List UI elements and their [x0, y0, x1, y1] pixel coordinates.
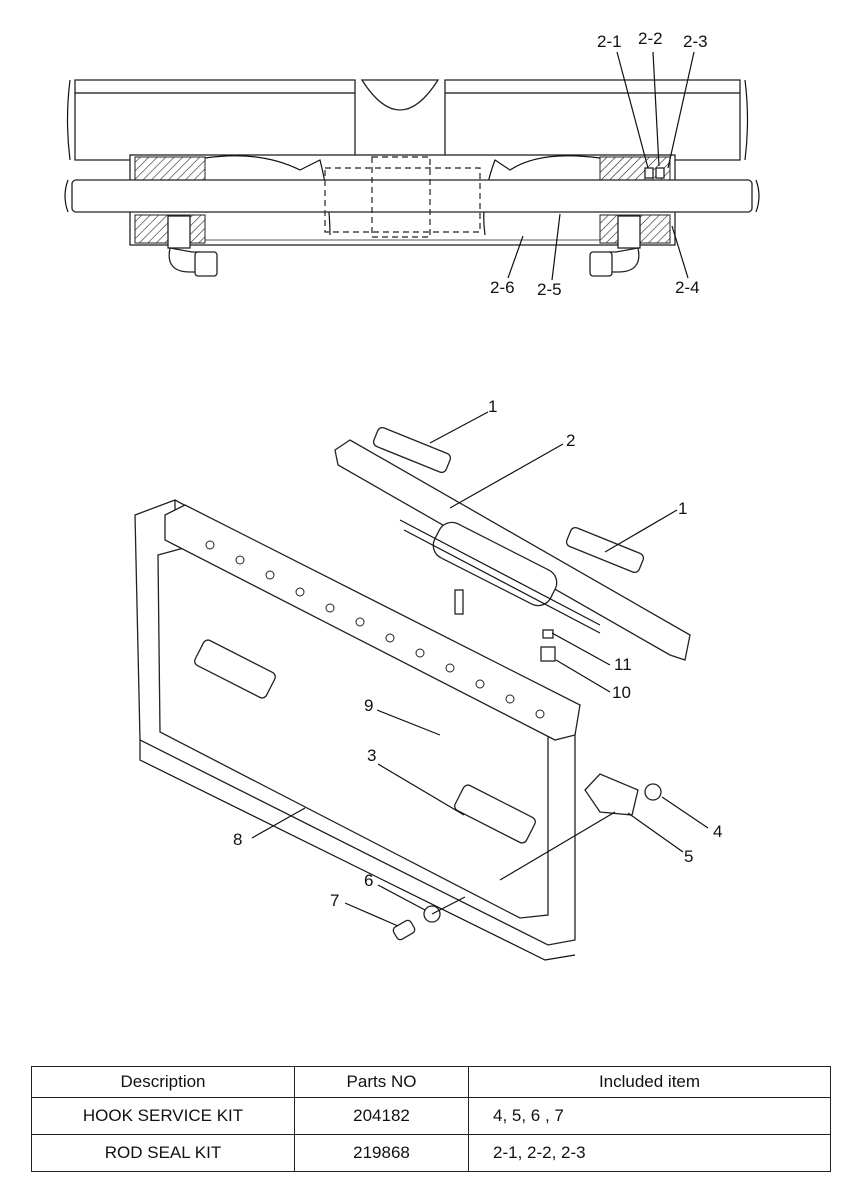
callout-11: 11 — [614, 655, 632, 674]
table-header-row: Description Parts NO Included item — [31, 1066, 831, 1098]
parts-diagram: 2-1 2-2 2-3 2-4 2-5 2-6 — [64, 29, 760, 961]
callout-2-6: 2-6 — [490, 278, 515, 297]
callout-7: 7 — [330, 891, 339, 910]
callout-2-4: 2-4 — [675, 278, 700, 297]
exploded-assembly-view: 1 2 1 11 10 9 3 4 5 8 6 7 — [134, 397, 722, 961]
callout-2-2: 2-2 — [638, 29, 663, 48]
callout-2-3: 2-3 — [683, 32, 708, 51]
kit-part-number: 204182 — [294, 1097, 469, 1135]
kit-part-number: 219868 — [294, 1134, 469, 1172]
table-row: ROD SEAL KIT 219868 2-1, 2-2, 2-3 — [31, 1134, 831, 1172]
cylinder-section-view: 2-1 2-2 2-3 2-4 2-5 2-6 — [64, 29, 760, 299]
callout-5: 5 — [684, 847, 693, 866]
header-description: Description — [31, 1066, 295, 1098]
kit-description: ROD SEAL KIT — [31, 1134, 295, 1172]
callout-8: 8 — [233, 830, 242, 849]
callout-10: 10 — [612, 683, 631, 702]
kit-included-items: 4, 5, 6 , 7 — [468, 1097, 831, 1135]
callout-1: 1 — [488, 397, 497, 416]
callout-9: 9 — [364, 696, 373, 715]
callout-2-5: 2-5 — [537, 280, 562, 299]
callout-4: 4 — [713, 822, 722, 841]
header-parts-no: Parts NO — [294, 1066, 469, 1098]
table-row: HOOK SERVICE KIT 204182 4, 5, 6 , 7 — [31, 1097, 831, 1135]
header-included-item: Included item — [468, 1066, 831, 1098]
kit-description: HOOK SERVICE KIT — [31, 1097, 295, 1135]
callout-1b: 1 — [678, 499, 687, 518]
callout-3: 3 — [367, 746, 376, 765]
kit-included-items: 2-1, 2-2, 2-3 — [468, 1134, 831, 1172]
callout-6: 6 — [364, 871, 373, 890]
callout-2: 2 — [566, 431, 575, 450]
callout-2-1: 2-1 — [597, 32, 622, 51]
service-kit-table: Description Parts NO Included item HOOK … — [31, 1066, 831, 1172]
